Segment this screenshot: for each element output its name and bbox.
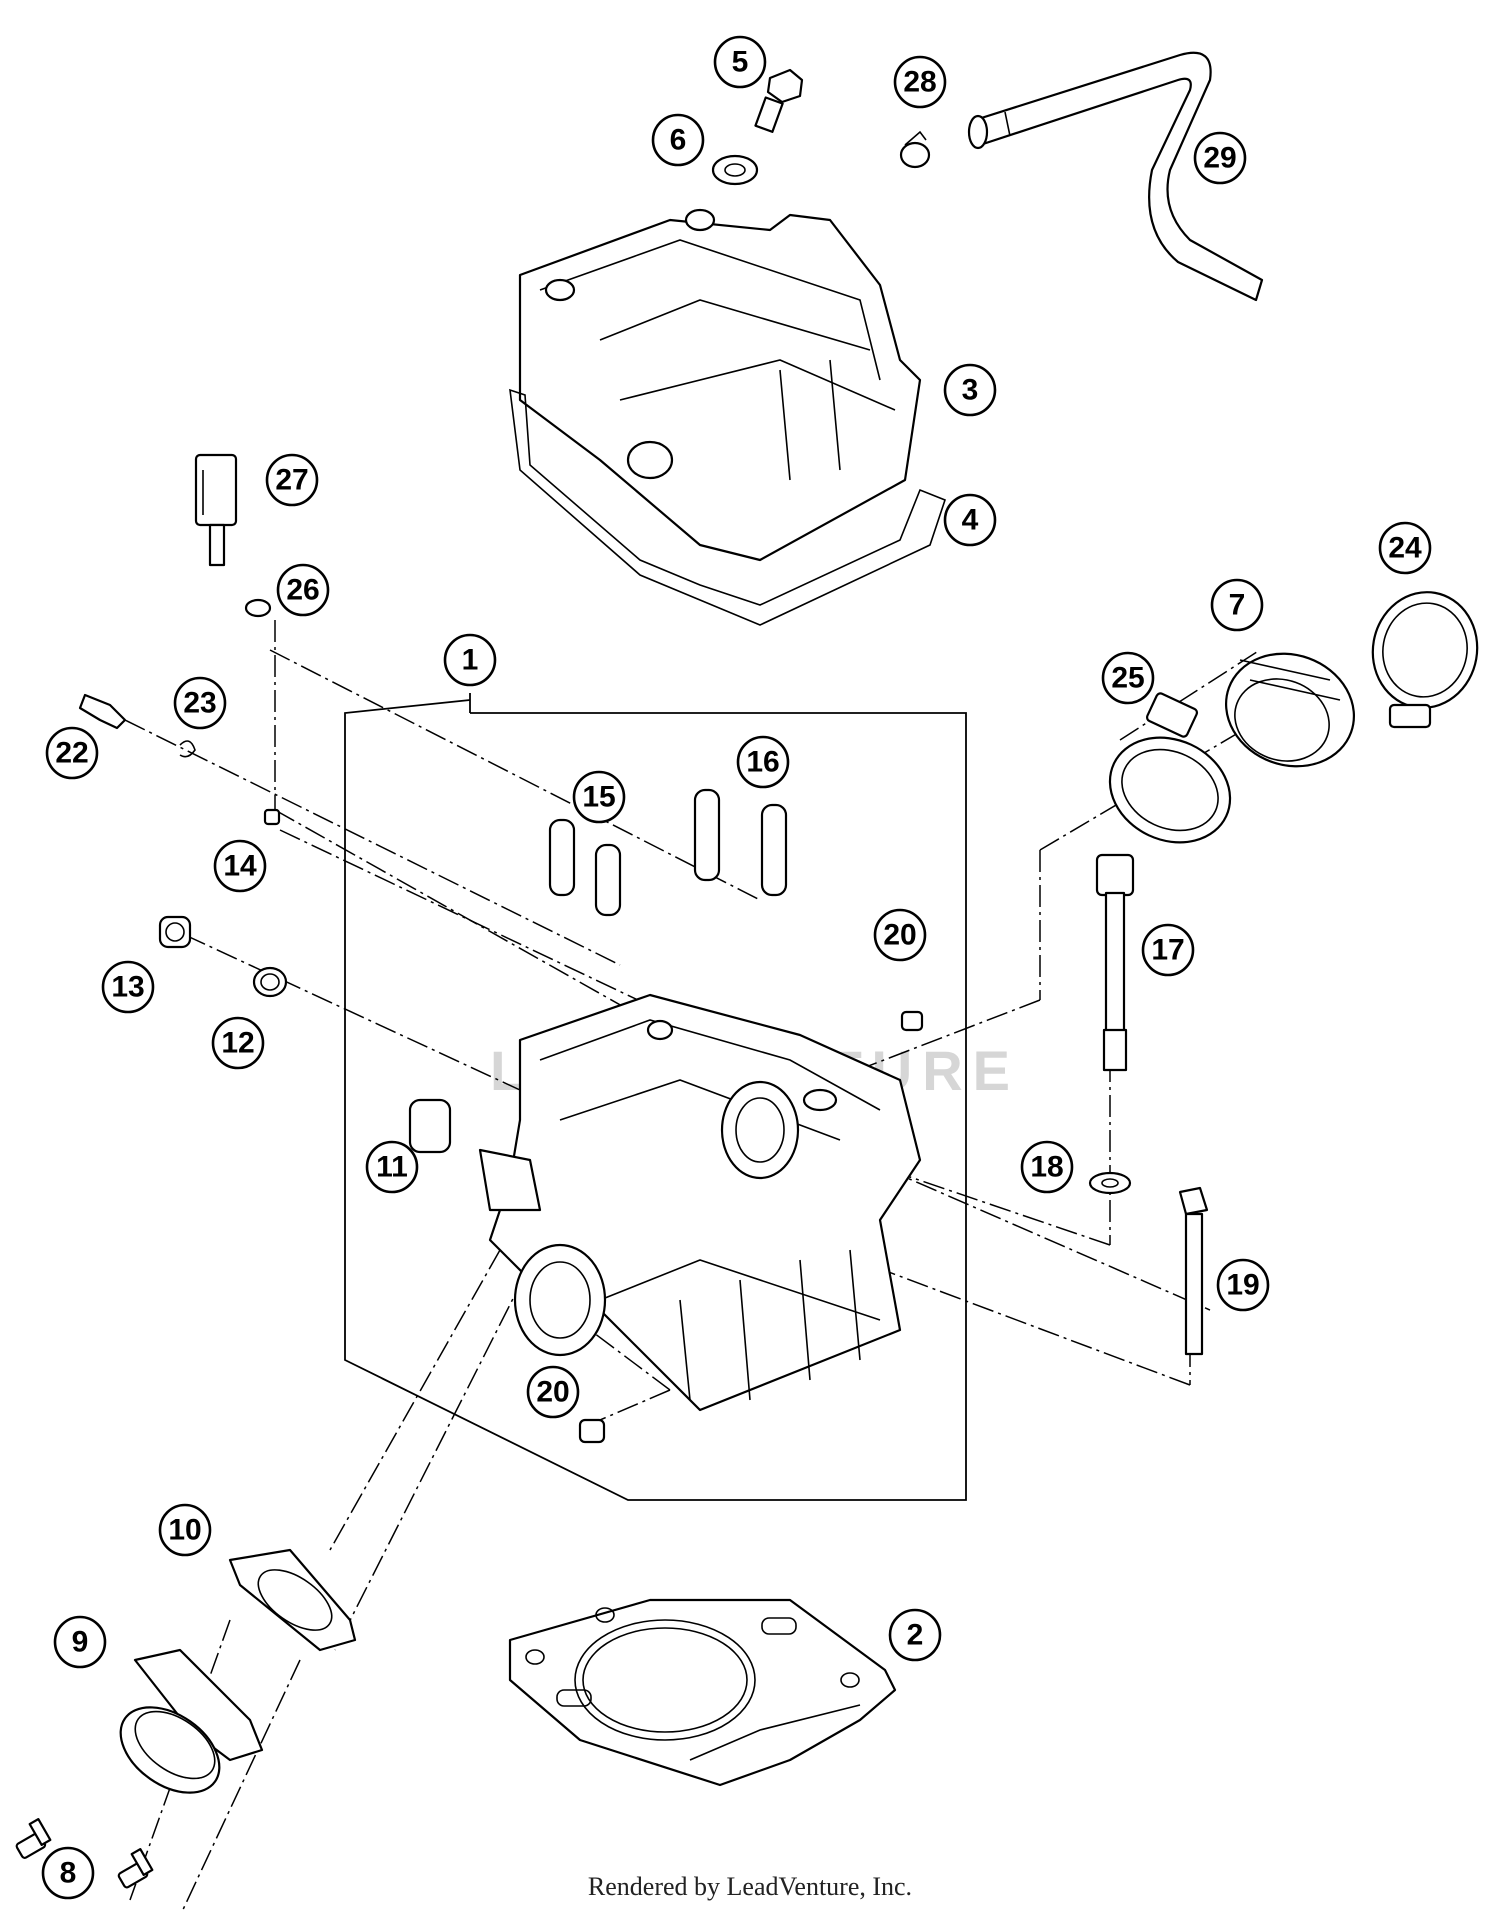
hose-clamp-24 — [1371, 591, 1479, 729]
svg-text:4: 4 — [962, 504, 979, 537]
callout-17: 17 — [1141, 923, 1195, 977]
svg-text:23: 23 — [183, 687, 216, 720]
svg-text:2: 2 — [907, 1619, 924, 1652]
cylinder-head — [478, 993, 922, 1412]
footer-credit: Rendered by LeadVenture, Inc. — [587, 1872, 913, 1901]
svg-text:14: 14 — [223, 850, 257, 883]
exhaust-screws — [15, 1818, 154, 1889]
callout-6: 6 — [651, 113, 705, 167]
svg-text:13: 13 — [111, 971, 144, 1004]
svg-text:6: 6 — [670, 124, 687, 157]
svg-text:10: 10 — [168, 1514, 201, 1547]
cover-bolt — [754, 68, 804, 133]
callout-12: 12 — [211, 1016, 265, 1070]
temperature-sensor — [194, 453, 238, 567]
svg-text:22: 22 — [55, 737, 88, 770]
svg-text:11: 11 — [376, 1151, 408, 1184]
plug-20-upper — [900, 1010, 924, 1032]
hose-clamp — [899, 130, 931, 169]
svg-text:15: 15 — [582, 781, 615, 814]
svg-text:7: 7 — [1229, 589, 1246, 622]
svg-text:17: 17 — [1151, 934, 1184, 967]
callout-29: 29 — [1193, 131, 1247, 185]
callouts: 1 2 3 4 5 6 7 8 9 10 11 12 13 14 15 16 1… — [41, 35, 1432, 1900]
valve-guides-16 — [693, 788, 788, 897]
callout-26: 26 — [276, 563, 330, 617]
svg-text:1: 1 — [462, 644, 479, 677]
valve-guides-15 — [548, 818, 622, 917]
callout-28: 28 — [893, 55, 947, 109]
callout-7: 7 — [1210, 578, 1264, 632]
callout-24: 24 — [1378, 521, 1432, 575]
svg-text:25: 25 — [1111, 662, 1144, 695]
screw-plug-22 — [78, 693, 127, 730]
bolt-19 — [1178, 1186, 1209, 1356]
svg-text:3: 3 — [962, 374, 979, 407]
callout-9: 9 — [53, 1615, 107, 1669]
svg-text:18: 18 — [1030, 1151, 1063, 1184]
screw-plug-13 — [158, 915, 192, 949]
hose-clamp-25 — [1108, 692, 1232, 844]
callout-8: 8 — [41, 1846, 95, 1900]
callout-19: 19 — [1216, 1258, 1270, 1312]
callout-4: 4 — [943, 493, 997, 547]
bolt-17 — [1095, 853, 1135, 1072]
svg-text:19: 19 — [1226, 1269, 1259, 1302]
svg-text:24: 24 — [1388, 532, 1422, 565]
washer-18 — [1088, 1171, 1132, 1195]
svg-text:28: 28 — [903, 66, 936, 99]
callout-3: 3 — [943, 363, 997, 417]
callout-10: 10 — [158, 1503, 212, 1557]
svg-text:8: 8 — [60, 1857, 77, 1890]
exhaust-gasket — [228, 1548, 357, 1652]
callout-16: 16 — [736, 735, 790, 789]
seal-ring-23 — [179, 740, 196, 758]
svg-text:27: 27 — [275, 464, 308, 497]
svg-text:20: 20 — [883, 919, 916, 952]
svg-text:20: 20 — [536, 1376, 569, 1409]
cylinder-head-gasket — [508, 1598, 897, 1787]
callout-15: 15 — [572, 770, 626, 824]
valve-cover — [518, 208, 922, 562]
callout-27: 27 — [265, 453, 319, 507]
assembly-frame — [344, 693, 967, 1501]
callout-11: 11 — [365, 1140, 419, 1194]
callout-14: 14 — [213, 839, 267, 893]
svg-text:26: 26 — [286, 574, 319, 607]
callout-2: 2 — [888, 1608, 942, 1662]
svg-text:9: 9 — [72, 1626, 89, 1659]
exhaust-flange — [119, 1648, 264, 1794]
callout-20-upper: 20 — [873, 908, 927, 962]
dowel-sleeve — [408, 1098, 452, 1154]
callout-23: 23 — [173, 676, 227, 730]
callout-25: 25 — [1101, 651, 1155, 705]
callout-1: 1 — [443, 633, 497, 687]
breather-hose — [967, 51, 1264, 302]
bolt-seal — [711, 154, 759, 186]
intake-flange — [1224, 652, 1356, 768]
svg-text:5: 5 — [732, 46, 749, 79]
plug-20-lower — [578, 1418, 606, 1444]
sensor-o-ring — [244, 598, 272, 618]
svg-text:29: 29 — [1203, 142, 1236, 175]
seal-ring-12 — [252, 966, 288, 998]
valve-cover-gasket — [509, 388, 946, 626]
callout-20-lower: 20 — [526, 1365, 580, 1419]
callout-13: 13 — [101, 960, 155, 1014]
svg-text:16: 16 — [746, 746, 779, 779]
callout-22: 22 — [45, 726, 99, 780]
callout-5: 5 — [713, 35, 767, 89]
plug-14 — [263, 808, 281, 826]
svg-text:12: 12 — [221, 1027, 254, 1060]
callout-18: 18 — [1020, 1140, 1074, 1194]
